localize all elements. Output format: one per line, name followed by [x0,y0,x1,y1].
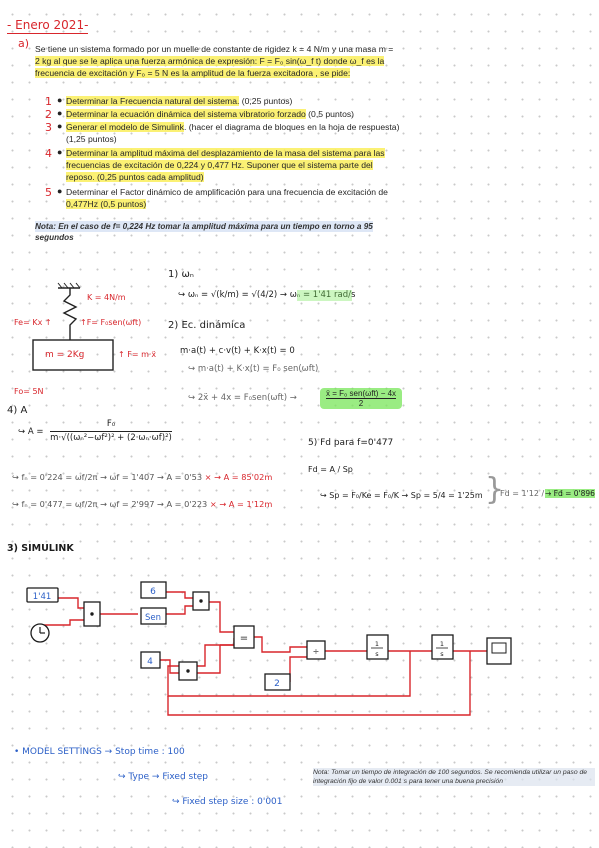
force-label: ↑F= F₀sen(ωft) [80,318,142,327]
question-3: Generar el modelo de Simulink. (hacer el… [66,122,400,144]
section-2-line-1: m·a(t) + c·v(t) + K·x(t) = 0 [180,346,295,356]
mass-label: m = 2Kg [45,350,85,360]
block-constant-6: 6 [150,587,156,597]
question-number-2: 2 [45,108,52,121]
question-2: Determinar la ecuación dinámica del sist… [66,109,355,119]
section-2-result-fraction: ẍ = F₀ sen(ωft) − 4x 2 [326,389,397,408]
amplitude-fraction: F₀ m·√((ωₙ²−ωf²)² + (2·ωₙ·ωf)²) [50,419,172,443]
section-5-result: → Fd = 0'896 [545,489,595,498]
section-5-line-1: Fd = A / Sp [308,465,353,474]
section-5-line-3: Fd = 1'12 / 1'25 [500,489,565,498]
question-4: Determinar la amplitud máxima del despla… [66,148,385,182]
question-number-3: 3 [45,121,52,134]
simulink-diagram: 1'41 6 Sen 4 = ÷ 2 1 s 1 s [26,581,512,716]
block-integrator-1-den: s [375,650,379,658]
section-5-brace: } [485,472,505,507]
section-2-result: ẍ = F₀ sen(ωft) − 4x 2 [320,388,403,409]
settings-line-1: • MODEL SETTINGS → Stop time : 100 [14,747,185,757]
bullet: ● [57,186,63,196]
block-sum: = [240,633,248,644]
block-integrator-2-num: 1 [440,640,444,648]
block-constant-141: 1'41 [33,592,52,602]
block-constant-2: 2 [274,679,280,689]
problem-note: Nota: En el caso de f= 0,224 Hz tomar la… [35,221,373,242]
item-label: a) [18,37,30,50]
problem-intro: Se tiene un sistema formado por un muell… [35,43,595,79]
settings-line-3: ↪ Fixed step size : 0'001 [172,797,283,807]
block-divide: ÷ [313,647,320,656]
block-integrator-2-den: s [440,650,444,658]
section-4-formula: ↪ A = F₀ m·√((ωₙ²−ωf²)² + (2·ωₙ·ωf)²) [18,419,172,443]
spring-constant-label: K = 4N/m [87,293,126,302]
section-2-title: 2) Ec. dinámica [168,320,246,331]
question-number-1: 1 [45,95,52,108]
inertial-force-label: ↑ F= m·ẍ [118,350,157,359]
block-integrator-1-num: 1 [375,640,379,648]
date-heading: - Enero 2021- [7,18,89,34]
intro-line-2: 2 kg al que se le aplica una fuerza armó… [35,56,385,66]
section-1-title: 1) ωₙ [168,269,194,280]
elastic-force-label: Fe= Kx ↑ [14,318,52,327]
bullet: ● [57,147,63,157]
intro-line-3: frecuencia de excitación y F₀ = 5 N es l… [35,68,351,78]
section-5-title: 5) Fd para f=0'477 [308,438,394,448]
block-sin: Sen [145,613,161,623]
section-4-line-2: ↪ fₙ = 0'477 = ωf/2π → ωf = 2'997 → A = … [12,499,273,509]
question-number-4: 4 [45,147,52,160]
section-4-line-1: ↪ fₙ = 0'224 = ωf/2π → ωf = 1'407 → A = … [12,472,273,482]
spring-mass-sketch [32,282,114,371]
question-1: Determinar la Frecuencia natural del sis… [66,96,293,106]
section-4-title: 4) A [7,405,28,416]
intro-line-1: Se tiene un sistema formado por un muell… [35,44,394,54]
simulink-title: 3) SIMULINK [7,543,74,554]
bullet: ● [57,95,63,105]
bullet: ● [57,108,63,118]
force-amplitude-label: Fo= 5N [14,387,44,396]
bullet: ● [57,121,63,131]
question-5: Determinar el Factor dinámico de amplifi… [66,187,388,209]
settings-line-2: ↪ Type → Fixed step [118,772,208,782]
section-5-line-2: ↪ Sp = F₀/Ke = F₀/K → Sp = 5/4 = 1'25m [320,491,483,500]
highlight-result-1 [297,290,352,301]
section-1-equation: ↪ ωₙ = √(k/m) = √(4/2) → ωₙ = 1'41 rad/s [178,290,356,300]
question-number-5: 5 [45,186,52,199]
block-constant-4: 4 [147,657,153,667]
settings-note: Nota: Tomar un tiempo de integración de … [313,768,595,786]
section-2-line-3: ↪ 2ẍ + 4x = F₀sen(ωft) → [188,393,297,403]
section-2-line-2: ↪ m·a(t) + K·x(t) = F₀ sen(ωft) [188,364,319,374]
